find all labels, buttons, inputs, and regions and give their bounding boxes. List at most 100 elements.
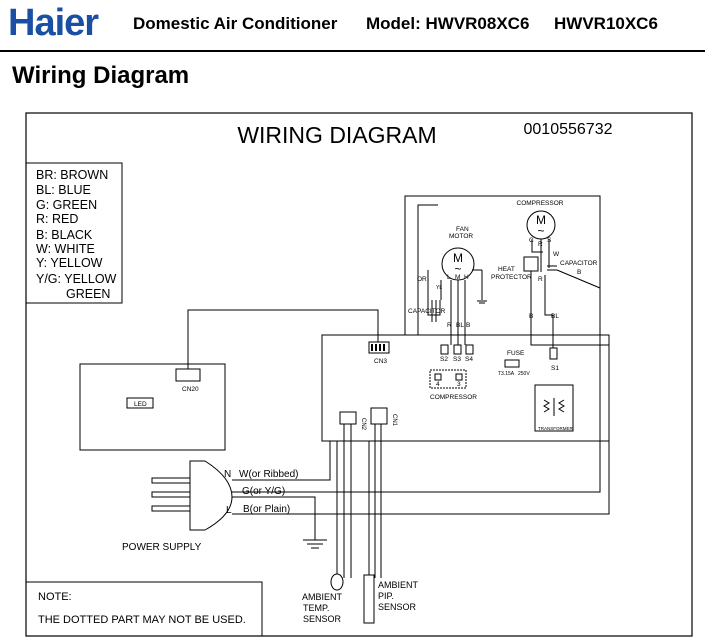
transformer	[534, 384, 574, 432]
fan-motor-label-2: MOTOR	[449, 233, 473, 240]
compressor-tilde: ~	[537, 224, 544, 238]
display-labels: CN20 LED	[134, 386, 199, 408]
wire-w-label: W	[553, 251, 560, 258]
n-terminal-label: N	[224, 469, 231, 480]
color-legend	[25, 162, 123, 304]
capacitor-right-label: CAPACITOR	[560, 260, 598, 267]
display-board	[79, 309, 379, 451]
legend-item: R: RED	[36, 212, 78, 226]
s3-label: S3	[453, 356, 461, 363]
diagram-title: WIRING DIAGRAM	[237, 122, 436, 148]
relay-terminal-3	[455, 373, 463, 381]
legend-item: BR: BROWN	[36, 168, 108, 182]
legend-item: GREEN	[66, 287, 110, 301]
board-labels: CN3 S2 S3 S4 FUSE T3.15A 250V S1 4 3 COM…	[360, 350, 574, 431]
wire-b-right-label: B	[577, 269, 581, 276]
cn3-label: CN3	[374, 358, 387, 365]
power-plug	[189, 460, 233, 531]
model-label: Model: HWVR08XC6	[366, 14, 530, 33]
ambient-pipe-sensor	[363, 574, 375, 624]
section-title: Wiring Diagram	[12, 62, 190, 89]
transformer-label: TRANSFORMER	[538, 426, 574, 431]
cn2-label: CN2	[360, 418, 366, 431]
header-divider	[0, 50, 705, 52]
s1-label: S1	[551, 365, 559, 372]
s4-label: S4	[465, 356, 473, 363]
cn2-connector	[339, 411, 357, 425]
legend-item: G: GREEN	[36, 198, 97, 212]
legend-item: Y: YELLOW	[36, 256, 103, 270]
fan-motor-label-1: FAN	[456, 226, 469, 233]
legend-item: Y/G: YELLOW	[36, 272, 117, 286]
relay-terminal-4	[434, 373, 442, 381]
led	[126, 397, 154, 409]
fuse-label: FUSE	[507, 350, 525, 357]
terminal-s-label: S	[547, 237, 552, 244]
compressor-motor-label: COMPRESSOR	[517, 200, 564, 207]
terminal-s4	[465, 344, 474, 355]
relay-terminal-3-label: 3	[457, 381, 461, 388]
relay-terminal-4-label: 4	[436, 381, 440, 388]
power-supply-label: POWER SUPPLY	[122, 542, 202, 553]
fan-motor-glyph: M	[453, 251, 463, 265]
terminal-s1	[549, 347, 558, 360]
l-terminal-label: L	[226, 505, 232, 516]
temp-sensor-label-2: TEMP.	[303, 603, 329, 613]
fan-h-label: H	[464, 274, 469, 281]
wire-bl-compressor-label: BL	[551, 313, 559, 320]
fuse-voltage: 250V	[518, 371, 530, 377]
terminal-r-label: R	[538, 241, 543, 248]
note-title: NOTE:	[38, 591, 72, 603]
diagram-code: 0010556732	[524, 121, 613, 138]
n-wire-label: W(or Ribbed)	[239, 469, 298, 480]
outdoor-labels: COMPRESSOR M ~ C R S W CAPACITOR B HEAT …	[408, 200, 598, 329]
fuse	[504, 359, 520, 368]
cn20-label: CN20	[182, 386, 199, 393]
model-label-2: HWVR10XC6	[554, 14, 658, 33]
heat-protector-label-1: HEAT	[498, 266, 515, 273]
terminal-s2	[440, 344, 449, 355]
temp-sensor-label-1: AMBIENT	[302, 592, 343, 602]
wire-yl-label: YL	[436, 285, 442, 291]
wire-bl-label: BL	[456, 322, 464, 329]
note-text: THE DOTTED PART MAY NOT BE USED.	[38, 614, 246, 626]
product-name: Domestic Air Conditioner	[133, 14, 338, 33]
heat-protector-label-2: PROTECTOR	[491, 274, 532, 281]
plug-prong-n	[151, 477, 191, 484]
led-label: LED	[134, 401, 147, 408]
compressor-motor-glyph: M	[536, 213, 546, 227]
power-labels: N W(or Ribbed) G(or Y/G) L B(or Plain) P…	[122, 469, 419, 624]
cn20-connector	[175, 368, 201, 382]
outdoor-unit	[404, 195, 601, 348]
cn1-label: CN1	[391, 414, 397, 427]
fan-tilde: ~	[454, 262, 461, 276]
g-wire-label: G(or Y/G)	[242, 486, 285, 497]
pipe-sensor-label-2: PIP.	[378, 591, 394, 601]
wire-b-compressor-label: B	[529, 313, 533, 320]
compressor-relay	[429, 369, 467, 389]
page-header: Haier Domestic Air Conditioner Model: HW…	[0, 0, 705, 50]
s2-label: S2	[440, 356, 448, 363]
legend-item: BL: BLUE	[36, 183, 91, 197]
l-wire-label: B(or Plain)	[243, 504, 290, 515]
note-box	[25, 581, 263, 637]
heat-protector	[523, 256, 539, 272]
wire-r-compressor-label: R	[538, 276, 543, 283]
ambient-temp-sensor	[330, 573, 344, 591]
wire-or-label: OR	[417, 276, 427, 283]
connector-pins	[179, 344, 385, 379]
diagram-frame	[25, 112, 693, 637]
power-wiring	[151, 288, 610, 624]
pipe-sensor-label-3: SENSOR	[378, 602, 417, 612]
plug-prong-g	[151, 491, 191, 498]
terminal-c-label: C	[529, 237, 534, 244]
legend-item: B: BLACK	[36, 228, 93, 242]
wire-b-label: B	[466, 322, 470, 329]
plug-prong-l	[151, 505, 191, 512]
terminal-s3	[453, 344, 462, 355]
pipe-sensor-label-1: AMBIENT	[378, 580, 419, 590]
compressor-relay-label: COMPRESSOR	[430, 394, 477, 401]
temp-sensor-label-3: SENSOR	[303, 614, 342, 624]
display-pcb	[79, 363, 226, 451]
